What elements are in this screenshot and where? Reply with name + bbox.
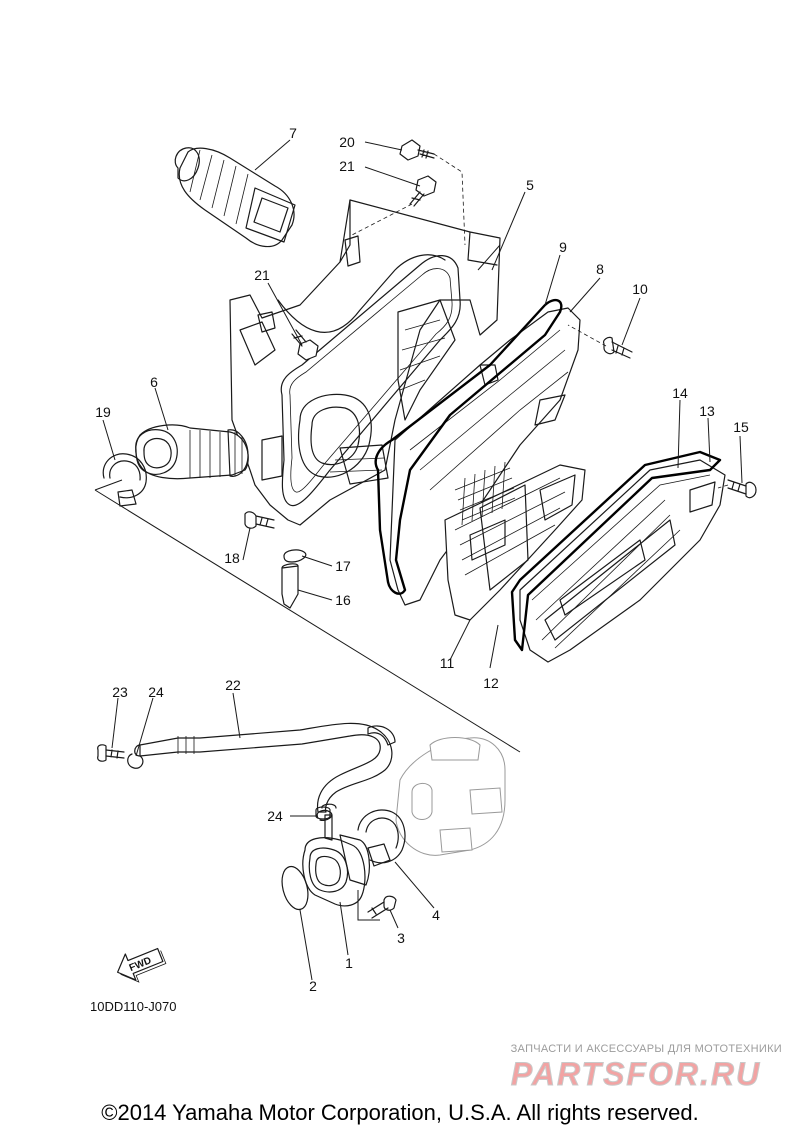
drain-plug-16 <box>281 563 299 609</box>
callout-7: 7 <box>289 125 297 141</box>
callout-2: 2 <box>309 978 317 994</box>
callout-5: 5 <box>526 177 534 193</box>
screw-23 <box>97 744 125 762</box>
callout-3: 3 <box>397 930 405 946</box>
bolt-21-top <box>409 175 437 207</box>
callout-15: 15 <box>733 419 749 435</box>
leader-lines <box>102 139 743 981</box>
o-ring-2 <box>281 865 309 911</box>
bolt-20 <box>399 139 435 161</box>
callout-11: 11 <box>440 655 455 671</box>
air-cleaner-case <box>229 199 501 526</box>
callout-9: 9 <box>559 239 567 255</box>
watermark-logo-text: PARTSFOR.RU <box>511 1057 761 1091</box>
callout-17: 17 <box>335 558 351 574</box>
callout-21-top: 21 <box>339 158 355 174</box>
callout-22: 22 <box>225 677 241 693</box>
watermark-tagline: ЗАПЧАСТИ И АКСЕССУАРЫ ДЛЯ МОТОТЕХНИКИ <box>510 1043 782 1055</box>
air-intake-joint <box>174 147 296 248</box>
element-mesh <box>454 461 516 526</box>
callout-24-hose: 24 <box>148 684 164 700</box>
callout-labels: 7 20 21 5 9 8 21 10 6 14 19 13 15 18 17 … <box>95 125 749 994</box>
bolt-21-left <box>291 329 319 361</box>
breather-hose <box>134 722 396 820</box>
assembly-line-10 <box>567 324 607 347</box>
callout-6: 6 <box>150 374 158 390</box>
screw-3 <box>367 895 397 919</box>
callout-23: 23 <box>112 684 128 700</box>
air-cleaner-cap <box>519 459 726 663</box>
carburetor-reference <box>395 737 506 856</box>
element-gasket <box>374 298 563 595</box>
case-seal-inner <box>289 268 453 493</box>
callout-21-left: 21 <box>254 267 270 283</box>
case-seal-line <box>280 255 461 507</box>
hose-clamp-19 <box>102 453 147 507</box>
callout-18: 18 <box>224 550 240 566</box>
callout-19: 19 <box>95 404 111 420</box>
clip-17 <box>283 549 307 563</box>
air-filter-element <box>444 464 586 621</box>
screw-10 <box>603 336 633 359</box>
screw-18 <box>244 511 275 529</box>
callout-1: 1 <box>345 955 353 971</box>
manifold-outline <box>357 890 380 921</box>
callout-12: 12 <box>483 675 499 691</box>
fwd-arrow-icon: FWD <box>117 947 167 983</box>
screw-15 <box>727 479 757 499</box>
callout-13: 13 <box>699 403 715 419</box>
callout-24-manifold: 24 <box>267 808 283 824</box>
callout-14: 14 <box>672 385 688 401</box>
element-case-cover <box>389 307 581 606</box>
inlet-hose <box>135 424 249 480</box>
clip-24-hose <box>127 753 144 769</box>
callout-10: 10 <box>632 281 648 297</box>
callout-20: 20 <box>339 134 355 150</box>
cap-gasket <box>510 450 722 652</box>
clamp-4 <box>357 809 406 867</box>
assembly-line-15 <box>717 484 729 489</box>
callout-8: 8 <box>596 261 604 277</box>
callout-4: 4 <box>432 907 440 923</box>
section-boundary <box>94 479 521 753</box>
copyright-notice: ©2014 Yamaha Motor Corporation, U.S.A. A… <box>101 1100 699 1125</box>
clip-24-manifold <box>316 809 333 821</box>
callout-16: 16 <box>335 592 351 608</box>
intake-manifold <box>302 803 370 907</box>
watermark-logo: PARTSFOR.RU <box>510 1057 761 1091</box>
assembly-line-21 <box>349 203 413 237</box>
drawing-code: 10DD110-J070 <box>90 999 176 1014</box>
